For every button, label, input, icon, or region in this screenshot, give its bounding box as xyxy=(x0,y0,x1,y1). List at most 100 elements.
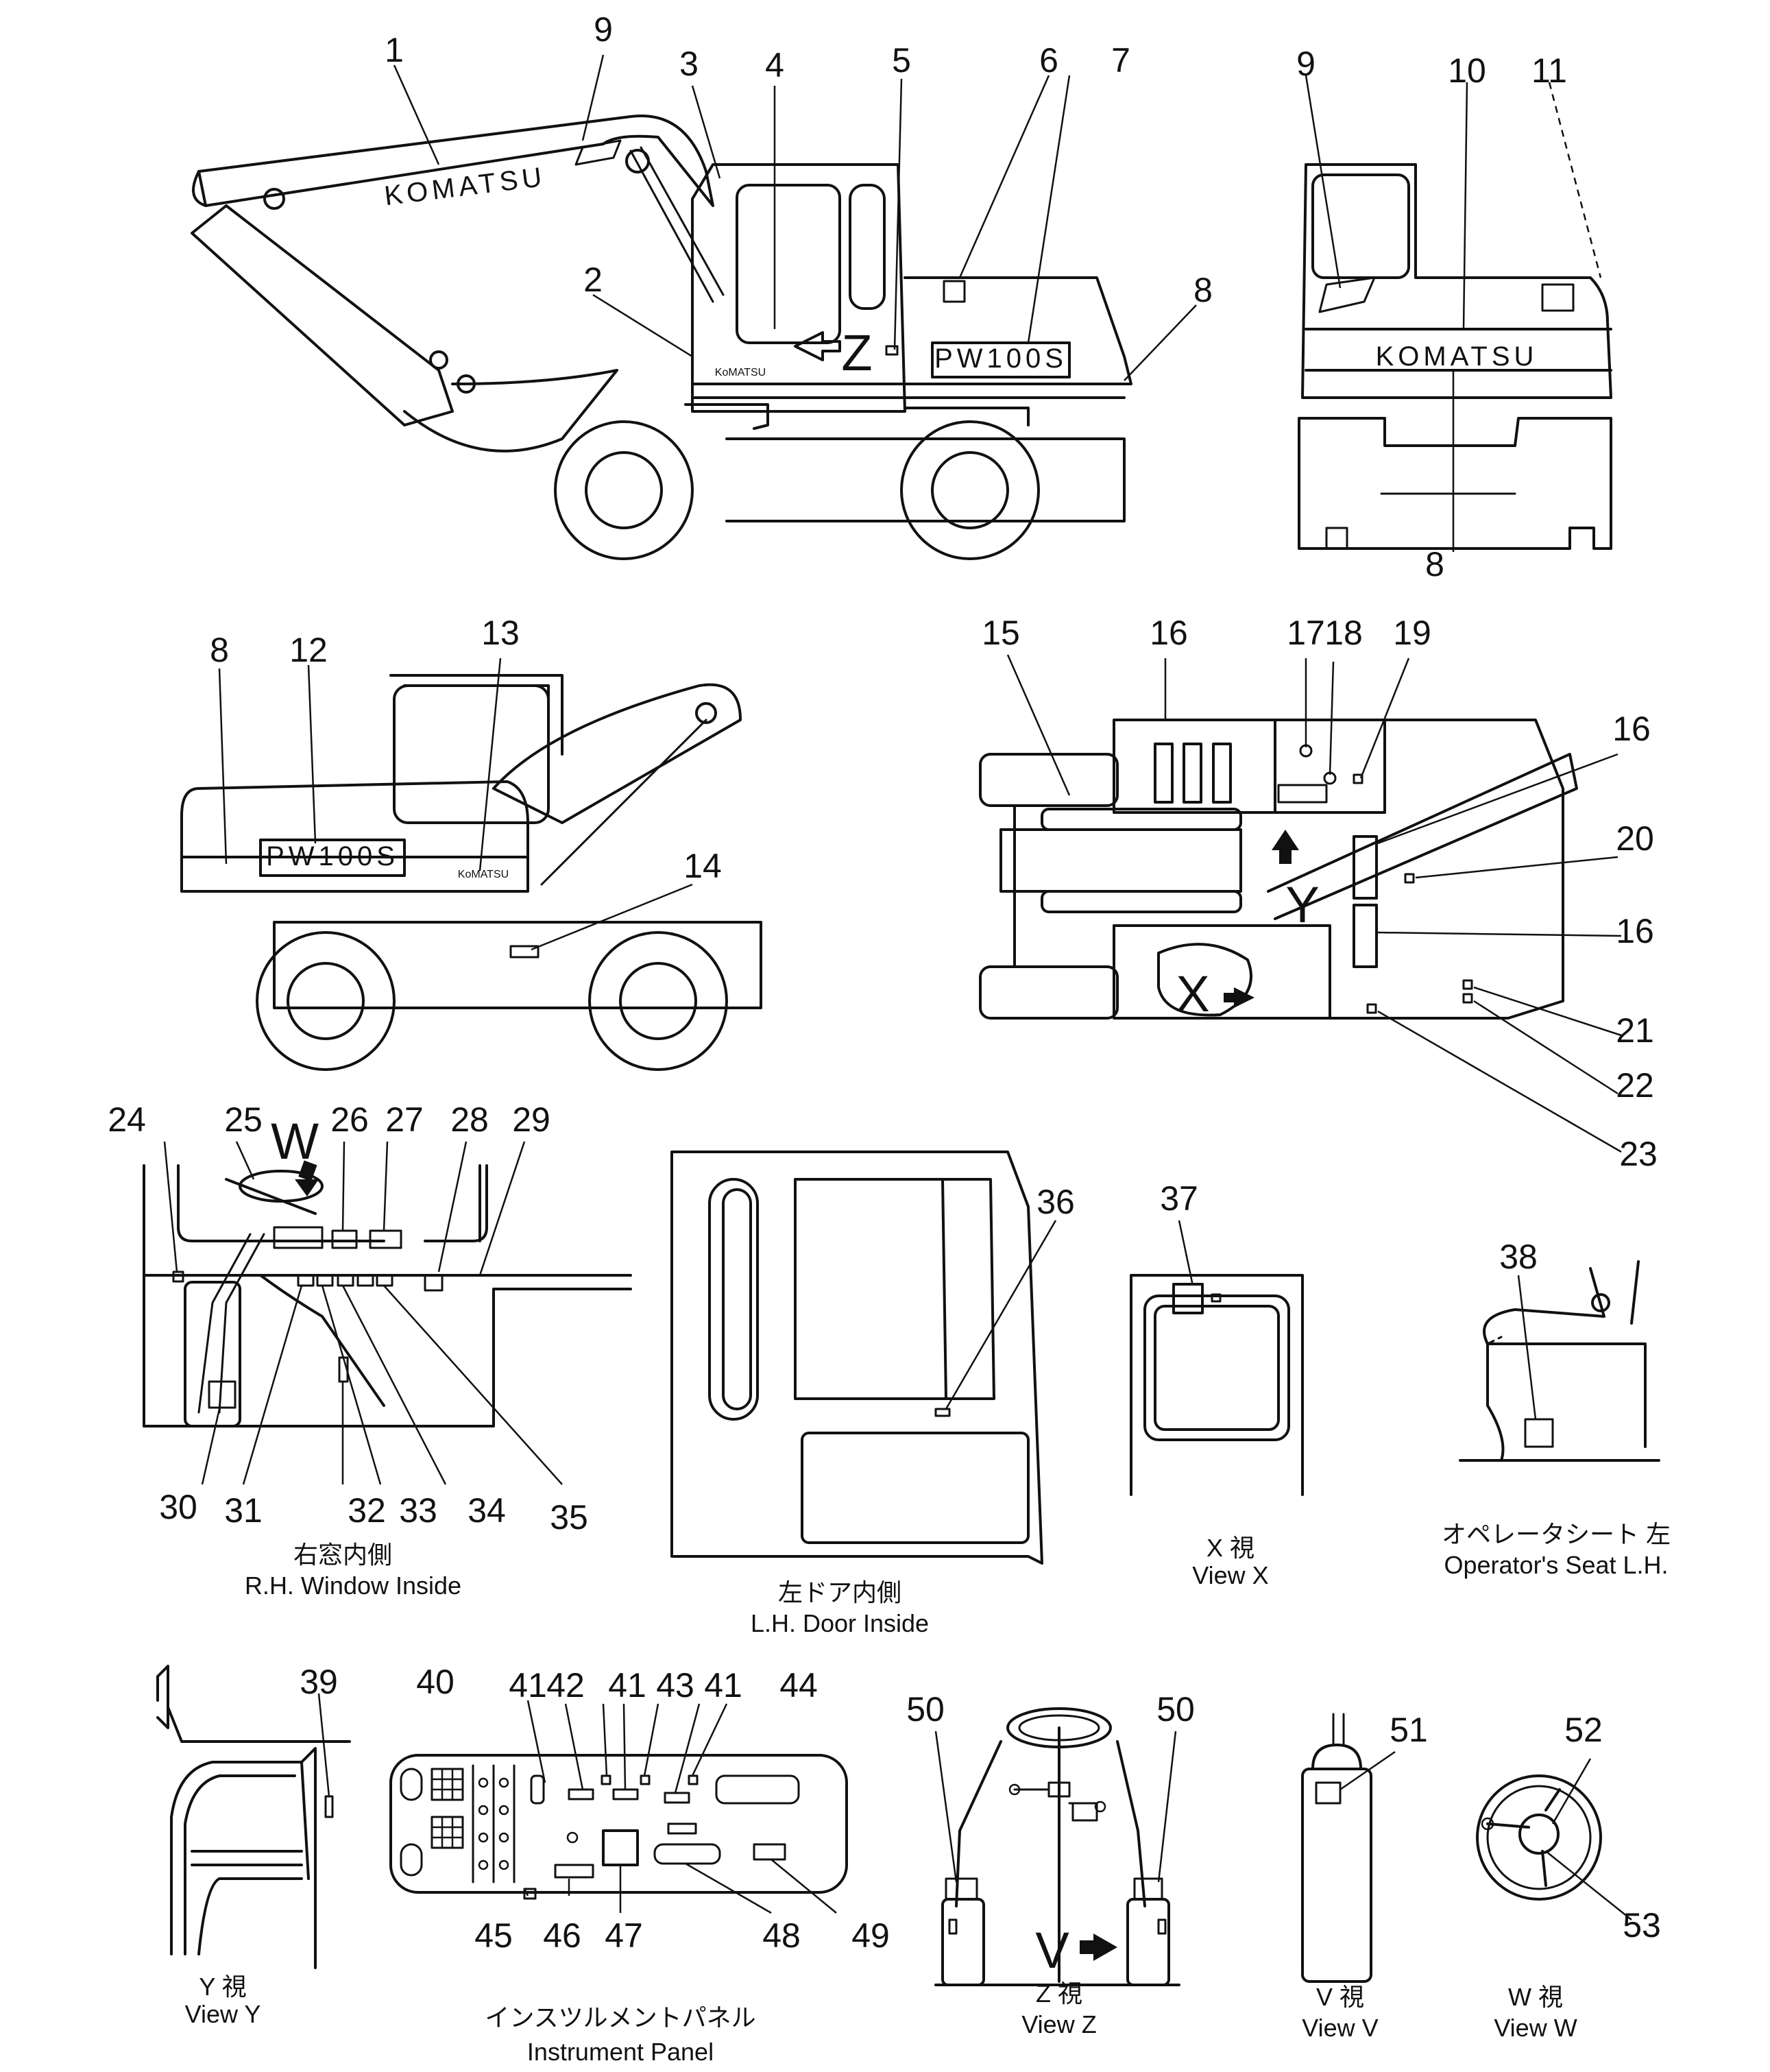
callout-34: 34 xyxy=(468,1491,506,1530)
view-z-drawing: V xyxy=(934,1707,1180,1986)
instrument-panel-drawing xyxy=(389,1754,848,1900)
callout-9-rear: 9 xyxy=(1296,45,1316,83)
caption-seat-jp: オペレータシート 左 xyxy=(1442,1520,1671,1548)
callout-46: 46 xyxy=(543,1916,581,1955)
callout-16-right-2: 16 xyxy=(1616,912,1654,950)
view-x-marker: X xyxy=(1176,965,1209,1022)
caption-view-y-en: View Y xyxy=(185,2000,261,2028)
callout-36: 36 xyxy=(1036,1183,1075,1221)
callout-7: 7 xyxy=(1111,41,1130,80)
callout-50-right: 50 xyxy=(1156,1690,1195,1728)
callout-25: 25 xyxy=(224,1100,263,1139)
callout-11: 11 xyxy=(1531,51,1567,90)
callout-40: 40 xyxy=(416,1663,454,1701)
callout-47: 47 xyxy=(605,1916,643,1955)
operator-seat-drawing xyxy=(1459,1260,1660,1462)
lh-door-inside-drawing xyxy=(670,1151,1043,1565)
callout-8-rear: 8 xyxy=(1425,545,1444,583)
excavator-top-view: X Y xyxy=(979,719,1578,1022)
rear-komatsu-decal: KOMATSU xyxy=(1376,341,1538,372)
caption-view-y-jp: Y 視 xyxy=(199,1973,246,2001)
caption-rh-window-en: R.H. Window Inside xyxy=(245,1571,461,1600)
callout-49: 49 xyxy=(851,1916,890,1955)
caption-seat-en: Operator's Seat L.H. xyxy=(1444,1551,1668,1579)
callout-3: 3 xyxy=(679,45,699,83)
callout-45: 45 xyxy=(474,1916,513,1955)
view-x-drawing xyxy=(1130,1274,1304,1496)
callout-12: 12 xyxy=(289,631,328,669)
callout-16-right-1: 16 xyxy=(1612,710,1651,748)
callout-14: 14 xyxy=(683,847,722,885)
boom-komatsu-decal: KOMATSU xyxy=(383,162,547,212)
callout-41-b: 41 xyxy=(608,1666,646,1704)
excavator-rear-view: KOMATSU xyxy=(1298,163,1612,550)
callout-43: 43 xyxy=(656,1666,694,1704)
callout-48: 48 xyxy=(762,1916,801,1955)
caption-panel-en: Instrument Panel xyxy=(527,2038,714,2066)
callout-52: 52 xyxy=(1564,1711,1603,1749)
caption-lh-door-jp: 左ドア内側 xyxy=(778,1578,901,1606)
callout-22: 22 xyxy=(1616,1066,1654,1105)
cab-komatsu-small-decal: KoMATSU xyxy=(715,367,766,378)
callout-numbers: 1 2 3 4 5 6 7 8 9 9 10 11 8 8 12 13 14 1… xyxy=(108,10,1661,1955)
callout-37: 37 xyxy=(1160,1179,1198,1218)
excavator-side-view-left: PW100S KOMATSU KoMATSU Z xyxy=(191,115,1132,560)
callout-10: 10 xyxy=(1448,51,1486,90)
callout-9-side: 9 xyxy=(594,10,613,49)
callout-33: 33 xyxy=(399,1491,437,1530)
right-model-decal: PW100S xyxy=(266,841,399,871)
callout-41-c: 41 xyxy=(704,1666,742,1704)
callout-44: 44 xyxy=(779,1666,818,1704)
view-w-marker: W xyxy=(271,1113,319,1170)
rh-window-inside-drawing: W xyxy=(143,1113,632,1427)
model-decal-text: PW100S xyxy=(934,344,1067,374)
callout-50-left: 50 xyxy=(906,1690,945,1728)
caption-panel-jp: インスツルメントパネル xyxy=(485,2003,755,2032)
callout-29: 29 xyxy=(512,1100,550,1139)
callout-31: 31 xyxy=(224,1491,263,1530)
view-w-drawing xyxy=(1476,1774,1602,1901)
caption-view-w-en: View W xyxy=(1494,2014,1577,2042)
callout-53: 53 xyxy=(1623,1906,1661,1944)
callout-2: 2 xyxy=(583,261,603,299)
callout-15: 15 xyxy=(982,614,1020,652)
caption-view-x-en: View X xyxy=(1192,1561,1268,1589)
right-komatsu-small-decal: KoMATSU xyxy=(458,869,509,880)
callout-18: 18 xyxy=(1324,614,1363,652)
view-y-drawing xyxy=(156,1665,351,1969)
callout-21: 21 xyxy=(1616,1011,1654,1050)
callout-8-side: 8 xyxy=(1193,271,1213,309)
callout-35: 35 xyxy=(550,1498,588,1537)
caption-lh-door-en: L.H. Door Inside xyxy=(751,1609,929,1637)
callout-27: 27 xyxy=(385,1100,424,1139)
callout-16-top: 16 xyxy=(1150,614,1188,652)
view-y-marker: Y xyxy=(1285,876,1319,933)
callout-5: 5 xyxy=(892,41,911,80)
callout-38: 38 xyxy=(1499,1238,1538,1276)
caption-view-z-jp: Z 視 xyxy=(1036,1979,1082,2008)
view-v-marker: V xyxy=(1035,1922,1069,1979)
caption-view-v-en: View V xyxy=(1302,2014,1378,2042)
view-captions: 右窓内側 R.H. Window Inside 左ドア内側 L.H. Door … xyxy=(185,1520,1671,2066)
callout-32: 32 xyxy=(348,1491,386,1530)
caption-view-x-jp: X 視 xyxy=(1207,1534,1254,1562)
callout-20: 20 xyxy=(1616,819,1654,858)
callout-41-a: 41 xyxy=(509,1666,547,1704)
callout-17: 17 xyxy=(1287,614,1325,652)
callout-4: 4 xyxy=(765,46,784,84)
view-z-marker: Z xyxy=(841,324,872,381)
caption-rh-window-jp: 右窓内側 xyxy=(293,1541,392,1569)
callout-8-right: 8 xyxy=(210,631,229,669)
callout-13: 13 xyxy=(481,614,520,652)
callout-28: 28 xyxy=(450,1100,489,1139)
callout-1: 1 xyxy=(385,31,404,69)
callout-51: 51 xyxy=(1390,1711,1428,1749)
caption-view-z-en: View Z xyxy=(1021,2010,1096,2038)
callout-26: 26 xyxy=(330,1100,369,1139)
callout-30: 30 xyxy=(159,1488,197,1526)
caption-view-w-jp: W 視 xyxy=(1508,1983,1563,2011)
callout-39: 39 xyxy=(300,1663,338,1701)
caption-view-v-jp: V 視 xyxy=(1316,1983,1364,2011)
view-v-drawing xyxy=(1301,1713,1372,1983)
callout-23: 23 xyxy=(1619,1135,1658,1173)
